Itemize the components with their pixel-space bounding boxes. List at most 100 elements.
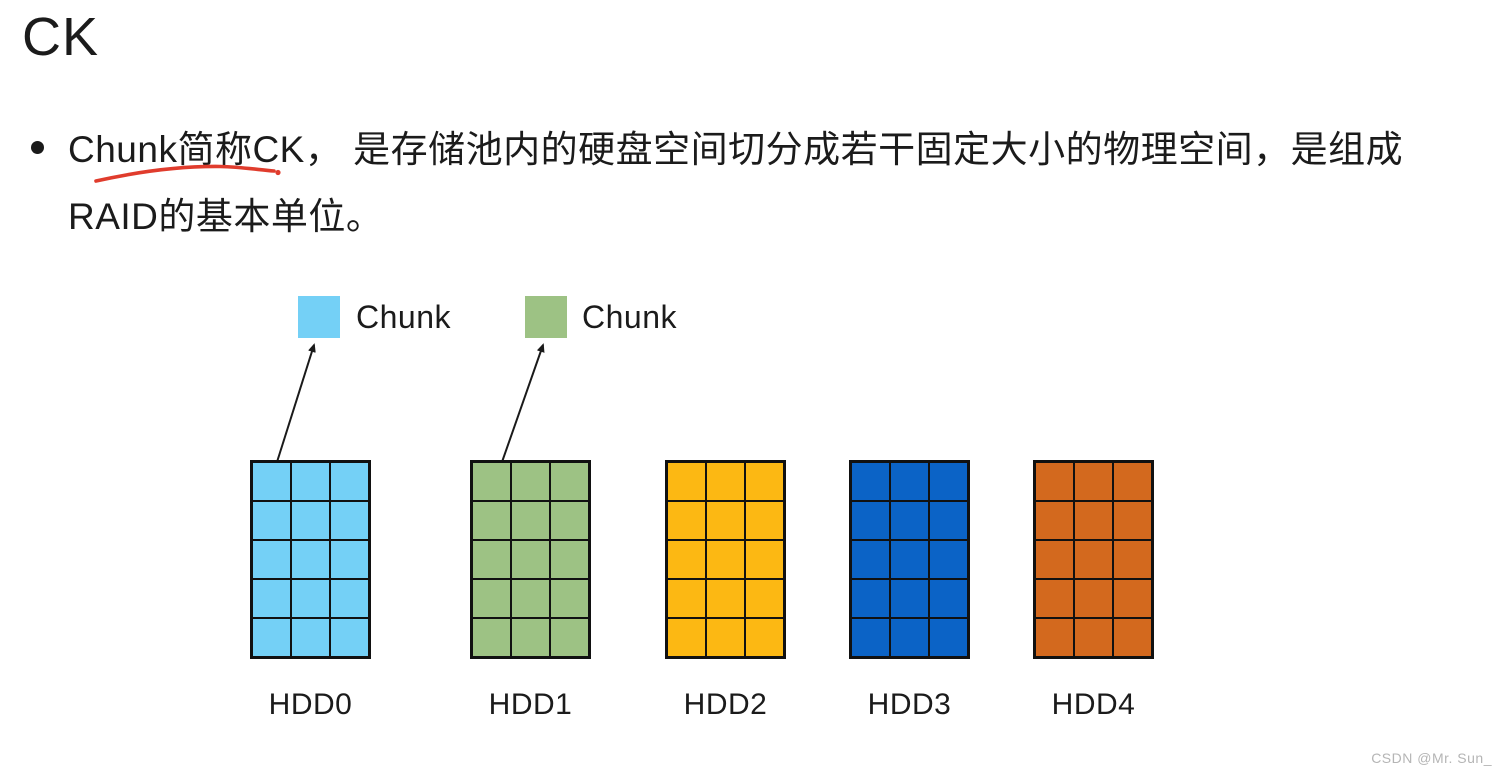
chunk-cell xyxy=(668,541,705,578)
chunk-cell xyxy=(668,502,705,539)
chunk-cell xyxy=(1036,580,1073,617)
chunk-cell xyxy=(746,502,783,539)
chunk-cell xyxy=(512,463,549,500)
chunk-cell xyxy=(473,580,510,617)
chunk-cell xyxy=(551,541,588,578)
disk-grid-hdd1 xyxy=(470,460,591,659)
red-underline-annotation xyxy=(94,164,281,183)
chunk-cell xyxy=(707,502,744,539)
chunk-cell xyxy=(253,619,290,656)
disk-label-hdd1: HDD1 xyxy=(488,688,573,721)
chunk-cell xyxy=(1114,619,1151,656)
chunk-cell xyxy=(1036,463,1073,500)
chunk-cell xyxy=(1114,541,1151,578)
bullet-line-2: RAID的基本单位。 xyxy=(68,196,384,237)
chunk-cell xyxy=(668,619,705,656)
chunk-cell xyxy=(891,541,928,578)
chunk-cell xyxy=(852,463,889,500)
chunk-cell xyxy=(891,463,928,500)
disk-grid-hdd3 xyxy=(849,460,970,659)
chunk-cell xyxy=(668,463,705,500)
chunk-cell xyxy=(473,541,510,578)
chunk-cell xyxy=(512,580,549,617)
chunk-cell xyxy=(551,502,588,539)
chunk-cell xyxy=(292,541,329,578)
chunk-cell xyxy=(891,580,928,617)
chunk-cell xyxy=(852,541,889,578)
chunk-cell xyxy=(331,502,368,539)
chunk-cell xyxy=(292,463,329,500)
chunk-cell xyxy=(473,619,510,656)
legend-swatch-chunk-green xyxy=(525,296,567,338)
chunk-cell xyxy=(1075,619,1112,656)
chunk-cell xyxy=(746,619,783,656)
chunk-cell xyxy=(253,541,290,578)
chunk-cell xyxy=(930,502,967,539)
chunk-cell xyxy=(512,502,549,539)
chunk-cell xyxy=(707,619,744,656)
disk-label-hdd3: HDD3 xyxy=(867,688,952,721)
bullet-paragraph: Chunk简称CK， 是存储池内的硬盘空间切分成若干固定大小的物理空间，是组成 … xyxy=(68,116,1403,250)
chunk-cell xyxy=(551,580,588,617)
chunk-cell xyxy=(253,463,290,500)
chunk-cell xyxy=(1036,541,1073,578)
chunk-cell xyxy=(1075,541,1112,578)
chunk-cell xyxy=(292,502,329,539)
chunk-cell xyxy=(707,580,744,617)
disk-grid-hdd4 xyxy=(1033,460,1154,659)
chunk-cell xyxy=(292,619,329,656)
disk-hdd2: HDD2 xyxy=(665,460,786,721)
page-title: CK xyxy=(22,7,100,67)
chunk-cell xyxy=(331,619,368,656)
chunk-cell xyxy=(746,541,783,578)
chunk-cell xyxy=(1075,580,1112,617)
bullet-dot xyxy=(31,141,44,154)
chunk-cell xyxy=(1036,619,1073,656)
bullet-line-1: Chunk简称CK， 是存储池内的硬盘空间切分成若干固定大小的物理空间，是组成 xyxy=(68,129,1404,170)
chunk-cell xyxy=(331,463,368,500)
chunk-cell xyxy=(1075,463,1112,500)
disk-hdd3: HDD3 xyxy=(849,460,970,721)
chunk-cell xyxy=(891,619,928,656)
chunk-cell xyxy=(930,463,967,500)
disk-label-hdd0: HDD0 xyxy=(268,688,353,721)
chunk-cell xyxy=(1114,463,1151,500)
arrow-hdd0-to-legend xyxy=(276,343,316,463)
chunk-cell xyxy=(551,463,588,500)
disk-grid-hdd2 xyxy=(665,460,786,659)
watermark: CSDN @Mr. Sun_ xyxy=(1371,750,1492,766)
chunk-cell xyxy=(852,502,889,539)
chunk-cell xyxy=(668,580,705,617)
chunk-cell xyxy=(1114,502,1151,539)
chunk-pointer-arrows xyxy=(276,343,545,463)
chunk-cell xyxy=(292,580,329,617)
chunk-cell xyxy=(930,580,967,617)
legend-swatch-chunk-blue xyxy=(298,296,340,338)
chunk-cell xyxy=(852,580,889,617)
disk-hdd1: HDD1 xyxy=(470,460,591,721)
chunk-cell xyxy=(1036,502,1073,539)
red-underline-dot xyxy=(275,169,281,176)
chunk-cell xyxy=(930,541,967,578)
red-underline-path xyxy=(94,164,276,183)
legend-label-chunk-blue: Chunk xyxy=(356,299,451,335)
legend-label-chunk-green: Chunk xyxy=(582,299,677,335)
disk-hdd4: HDD4 xyxy=(1033,460,1154,721)
chunk-cell xyxy=(707,541,744,578)
arrow-hdd1-to-legend xyxy=(501,343,545,463)
disk-grid-hdd0 xyxy=(250,460,371,659)
chunk-cell xyxy=(512,541,549,578)
chunk-cell xyxy=(746,580,783,617)
chunk-cell xyxy=(746,463,783,500)
chunk-cell xyxy=(473,463,510,500)
chunk-cell xyxy=(852,619,889,656)
disk-hdd0: HDD0 xyxy=(250,460,371,721)
disk-label-hdd2: HDD2 xyxy=(683,688,768,721)
chunk-cell xyxy=(707,463,744,500)
chunk-cell xyxy=(253,580,290,617)
chunk-cell xyxy=(930,619,967,656)
chunk-cell xyxy=(551,619,588,656)
chunk-cell xyxy=(512,619,549,656)
disk-label-hdd4: HDD4 xyxy=(1051,688,1136,721)
